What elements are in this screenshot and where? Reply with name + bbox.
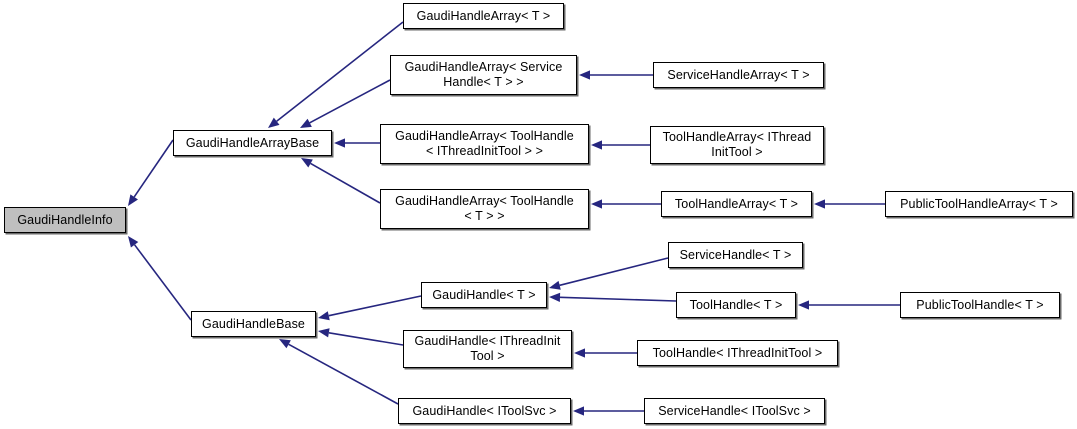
- inheritance-edge-tool-handle-t-to-gaudi-handle-t: [549, 292, 677, 302]
- class-node-gaudi-handle-array-base[interactable]: GaudiHandleArrayBase: [173, 130, 332, 156]
- class-node-public-tool-handle-t[interactable]: PublicToolHandle< T >: [900, 292, 1060, 318]
- class-node-service-handle-array-t[interactable]: ServiceHandleArray< T >: [653, 62, 824, 88]
- class-node-gaudi-handle-array-tool-handle-itt[interactable]: GaudiHandleArray< ToolHandle < IThreadIn…: [380, 124, 589, 164]
- inheritance-edge-gaudi-handle-base-to-gaudi-handle-info: [128, 236, 192, 321]
- inheritance-edge-gaudi-handle-array-base-to-gaudi-handle-info: [128, 139, 174, 206]
- class-node-service-handle-t[interactable]: ServiceHandle< T >: [668, 242, 803, 268]
- inheritance-edge-public-tool-handle-t-to-tool-handle-t: [798, 300, 900, 310]
- inheritance-edge-tool-handle-ithreadinittool-to-gaudi-handle-ithreadinittool: [574, 348, 637, 358]
- inheritance-edge-gaudi-handle-array-t-to-gaudi-handle-array-base: [268, 21, 404, 128]
- inheritance-edge-gaudi-handle-array-tool-handle-itt-to-gaudi-handle-array-base: [334, 138, 380, 148]
- class-node-gaudi-handle-info[interactable]: GaudiHandleInfo: [4, 207, 126, 233]
- inheritance-edge-gaudi-handle-t-to-gaudi-handle-base: [318, 295, 422, 321]
- class-node-gaudi-handle-array-service-handle[interactable]: GaudiHandleArray< Service Handle< T > >: [390, 55, 577, 95]
- inheritance-edge-service-handle-t-to-gaudi-handle-t: [549, 257, 669, 290]
- class-node-service-handle-itoolsvc[interactable]: ServiceHandle< IToolSvc >: [644, 398, 825, 424]
- inheritance-edge-gaudi-handle-itoolsvc-to-gaudi-handle-base: [279, 339, 399, 405]
- class-node-tool-handle-array-itt[interactable]: ToolHandleArray< IThread InitTool >: [650, 126, 824, 164]
- inheritance-edge-public-tool-handle-array-t-to-tool-handle-array-t: [814, 199, 885, 209]
- class-node-gaudi-handle-t[interactable]: GaudiHandle< T >: [421, 282, 547, 308]
- class-node-gaudi-handle-base[interactable]: GaudiHandleBase: [191, 311, 316, 337]
- class-node-gaudi-handle-array-t[interactable]: GaudiHandleArray< T >: [403, 3, 564, 29]
- class-node-gaudi-handle-array-tool-handle-t[interactable]: GaudiHandleArray< ToolHandle < T > >: [380, 189, 589, 229]
- class-node-gaudi-handle-itoolsvc[interactable]: GaudiHandle< IToolSvc >: [398, 398, 571, 424]
- inheritance-edge-service-handle-array-t-to-gaudi-handle-array-service-handle: [579, 70, 653, 80]
- inheritance-edge-gaudi-handle-ithreadinittool-to-gaudi-handle-base: [318, 328, 404, 346]
- inheritance-edge-gaudi-handle-array-service-handle-to-gaudi-handle-array-base: [300, 79, 391, 128]
- class-node-tool-handle-ithreadinittool[interactable]: ToolHandle< IThreadInitTool >: [637, 340, 838, 366]
- inheritance-edge-gaudi-handle-array-tool-handle-t-to-gaudi-handle-array-base: [301, 158, 381, 204]
- class-node-public-tool-handle-array-t[interactable]: PublicToolHandleArray< T >: [885, 191, 1073, 217]
- class-node-tool-handle-t[interactable]: ToolHandle< T >: [676, 292, 796, 318]
- class-node-gaudi-handle-ithreadinittool[interactable]: GaudiHandle< IThreadInit Tool >: [403, 330, 572, 368]
- inheritance-edge-tool-handle-array-itt-to-gaudi-handle-array-tool-handle-itt: [591, 140, 650, 150]
- inheritance-edge-service-handle-itoolsvc-to-gaudi-handle-itoolsvc: [573, 406, 644, 416]
- inheritance-edge-tool-handle-array-t-to-gaudi-handle-array-tool-handle-t: [591, 199, 661, 209]
- class-node-tool-handle-array-t[interactable]: ToolHandleArray< T >: [661, 191, 812, 217]
